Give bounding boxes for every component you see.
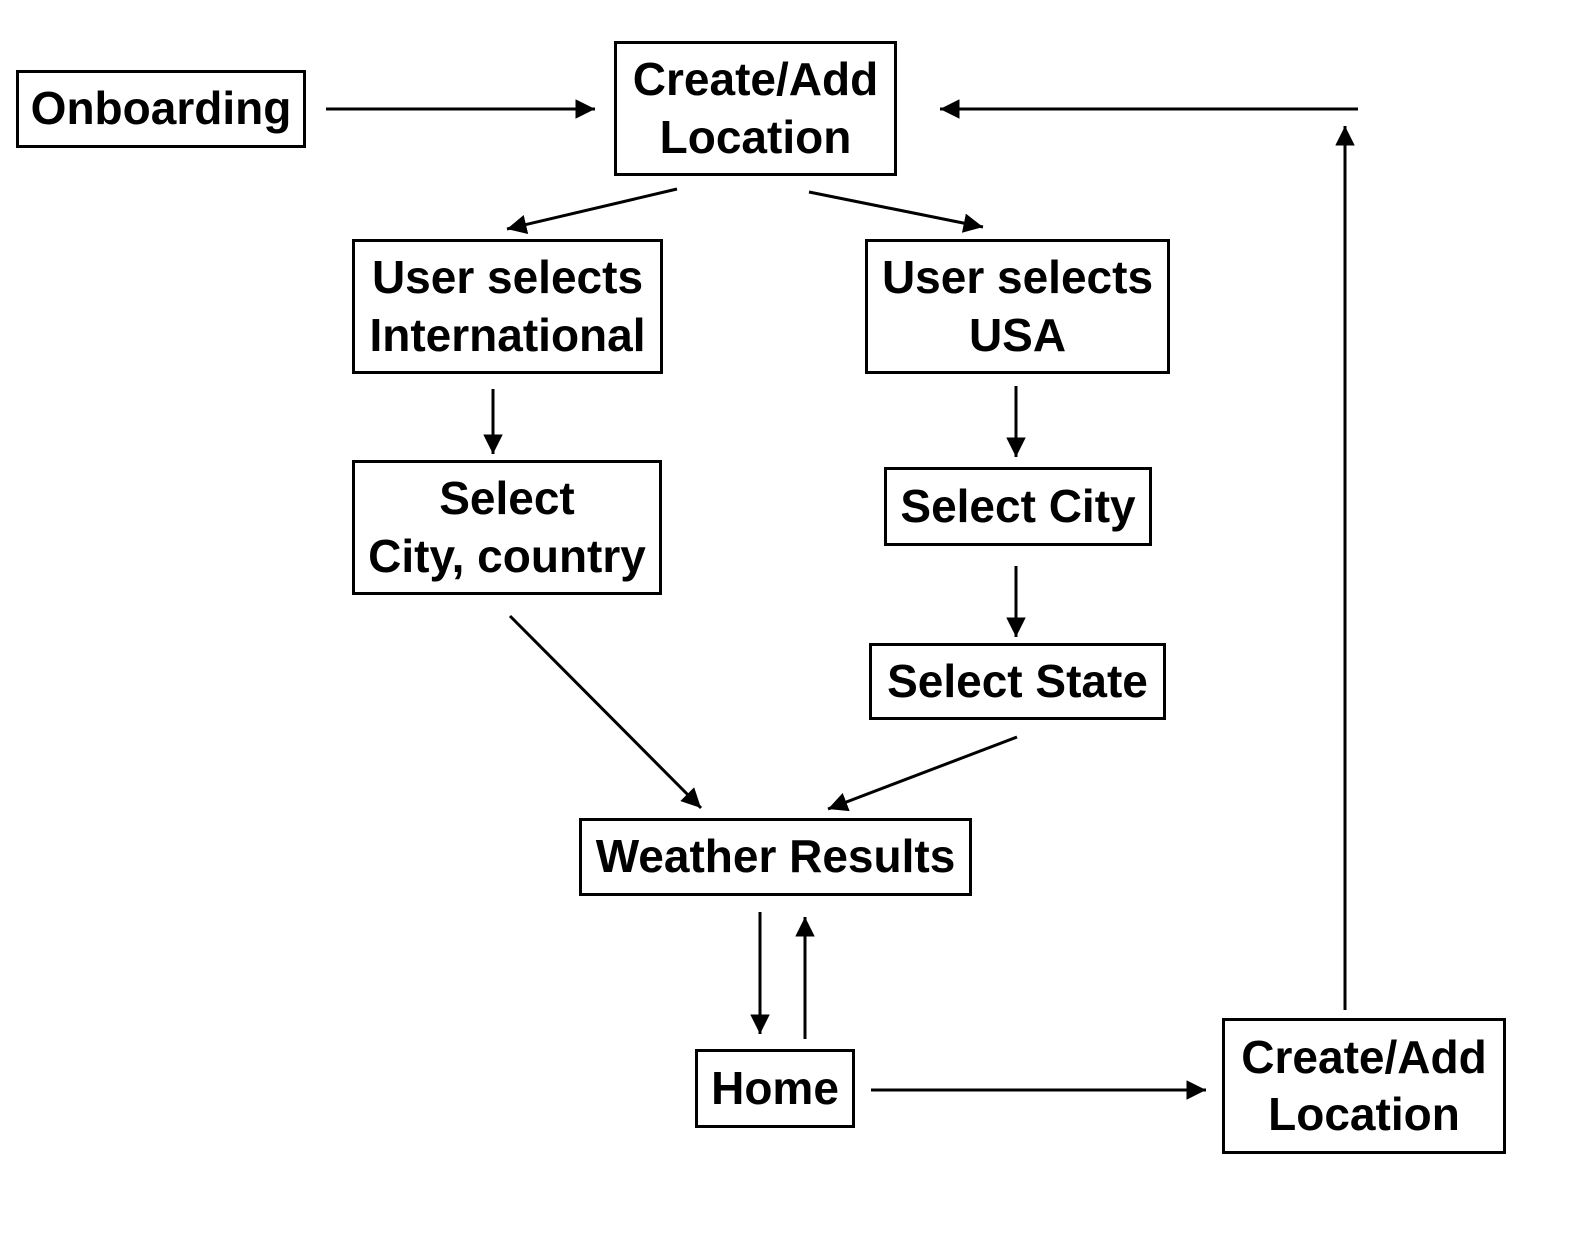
- node-select-city-country: Select City, country: [352, 460, 662, 595]
- node-onboarding-label: Onboarding: [30, 82, 292, 135]
- node-select-city-label: Select City: [900, 479, 1136, 532]
- node-onboarding: Onboarding: [16, 70, 306, 148]
- node-select-state-label: Select State: [887, 654, 1148, 707]
- node-weather-results: Weather Results: [579, 818, 972, 896]
- node-select-city-country-label: Select City, country: [368, 472, 646, 582]
- node-user-selects-international-label: User selects International: [369, 251, 646, 361]
- node-user-selects-international: User selects International: [352, 239, 663, 374]
- arrow-create-location-to-usa: [808, 190, 984, 233]
- node-user-selects-usa: User selects USA: [865, 239, 1170, 374]
- node-create-add-location-top-label: Create/Add Location: [632, 53, 879, 163]
- node-home-label: Home: [711, 1061, 839, 1114]
- node-create-add-location-top: Create/Add Location: [614, 41, 897, 176]
- node-create-add-location-bottom-label: Create/Add Location: [1241, 1030, 1487, 1140]
- arrow-select-state-to-weather: [827, 735, 1018, 812]
- node-select-city: Select City: [884, 467, 1152, 546]
- arrow-city-country-to-weather: [508, 614, 703, 810]
- node-weather-results-label: Weather Results: [595, 830, 956, 883]
- node-user-selects-usa-label: User selects USA: [881, 251, 1154, 361]
- node-create-add-location-bottom: Create/Add Location: [1222, 1018, 1506, 1154]
- node-select-state: Select State: [869, 643, 1166, 720]
- node-home: Home: [695, 1049, 855, 1128]
- arrow-create-location-to-international: [506, 187, 678, 235]
